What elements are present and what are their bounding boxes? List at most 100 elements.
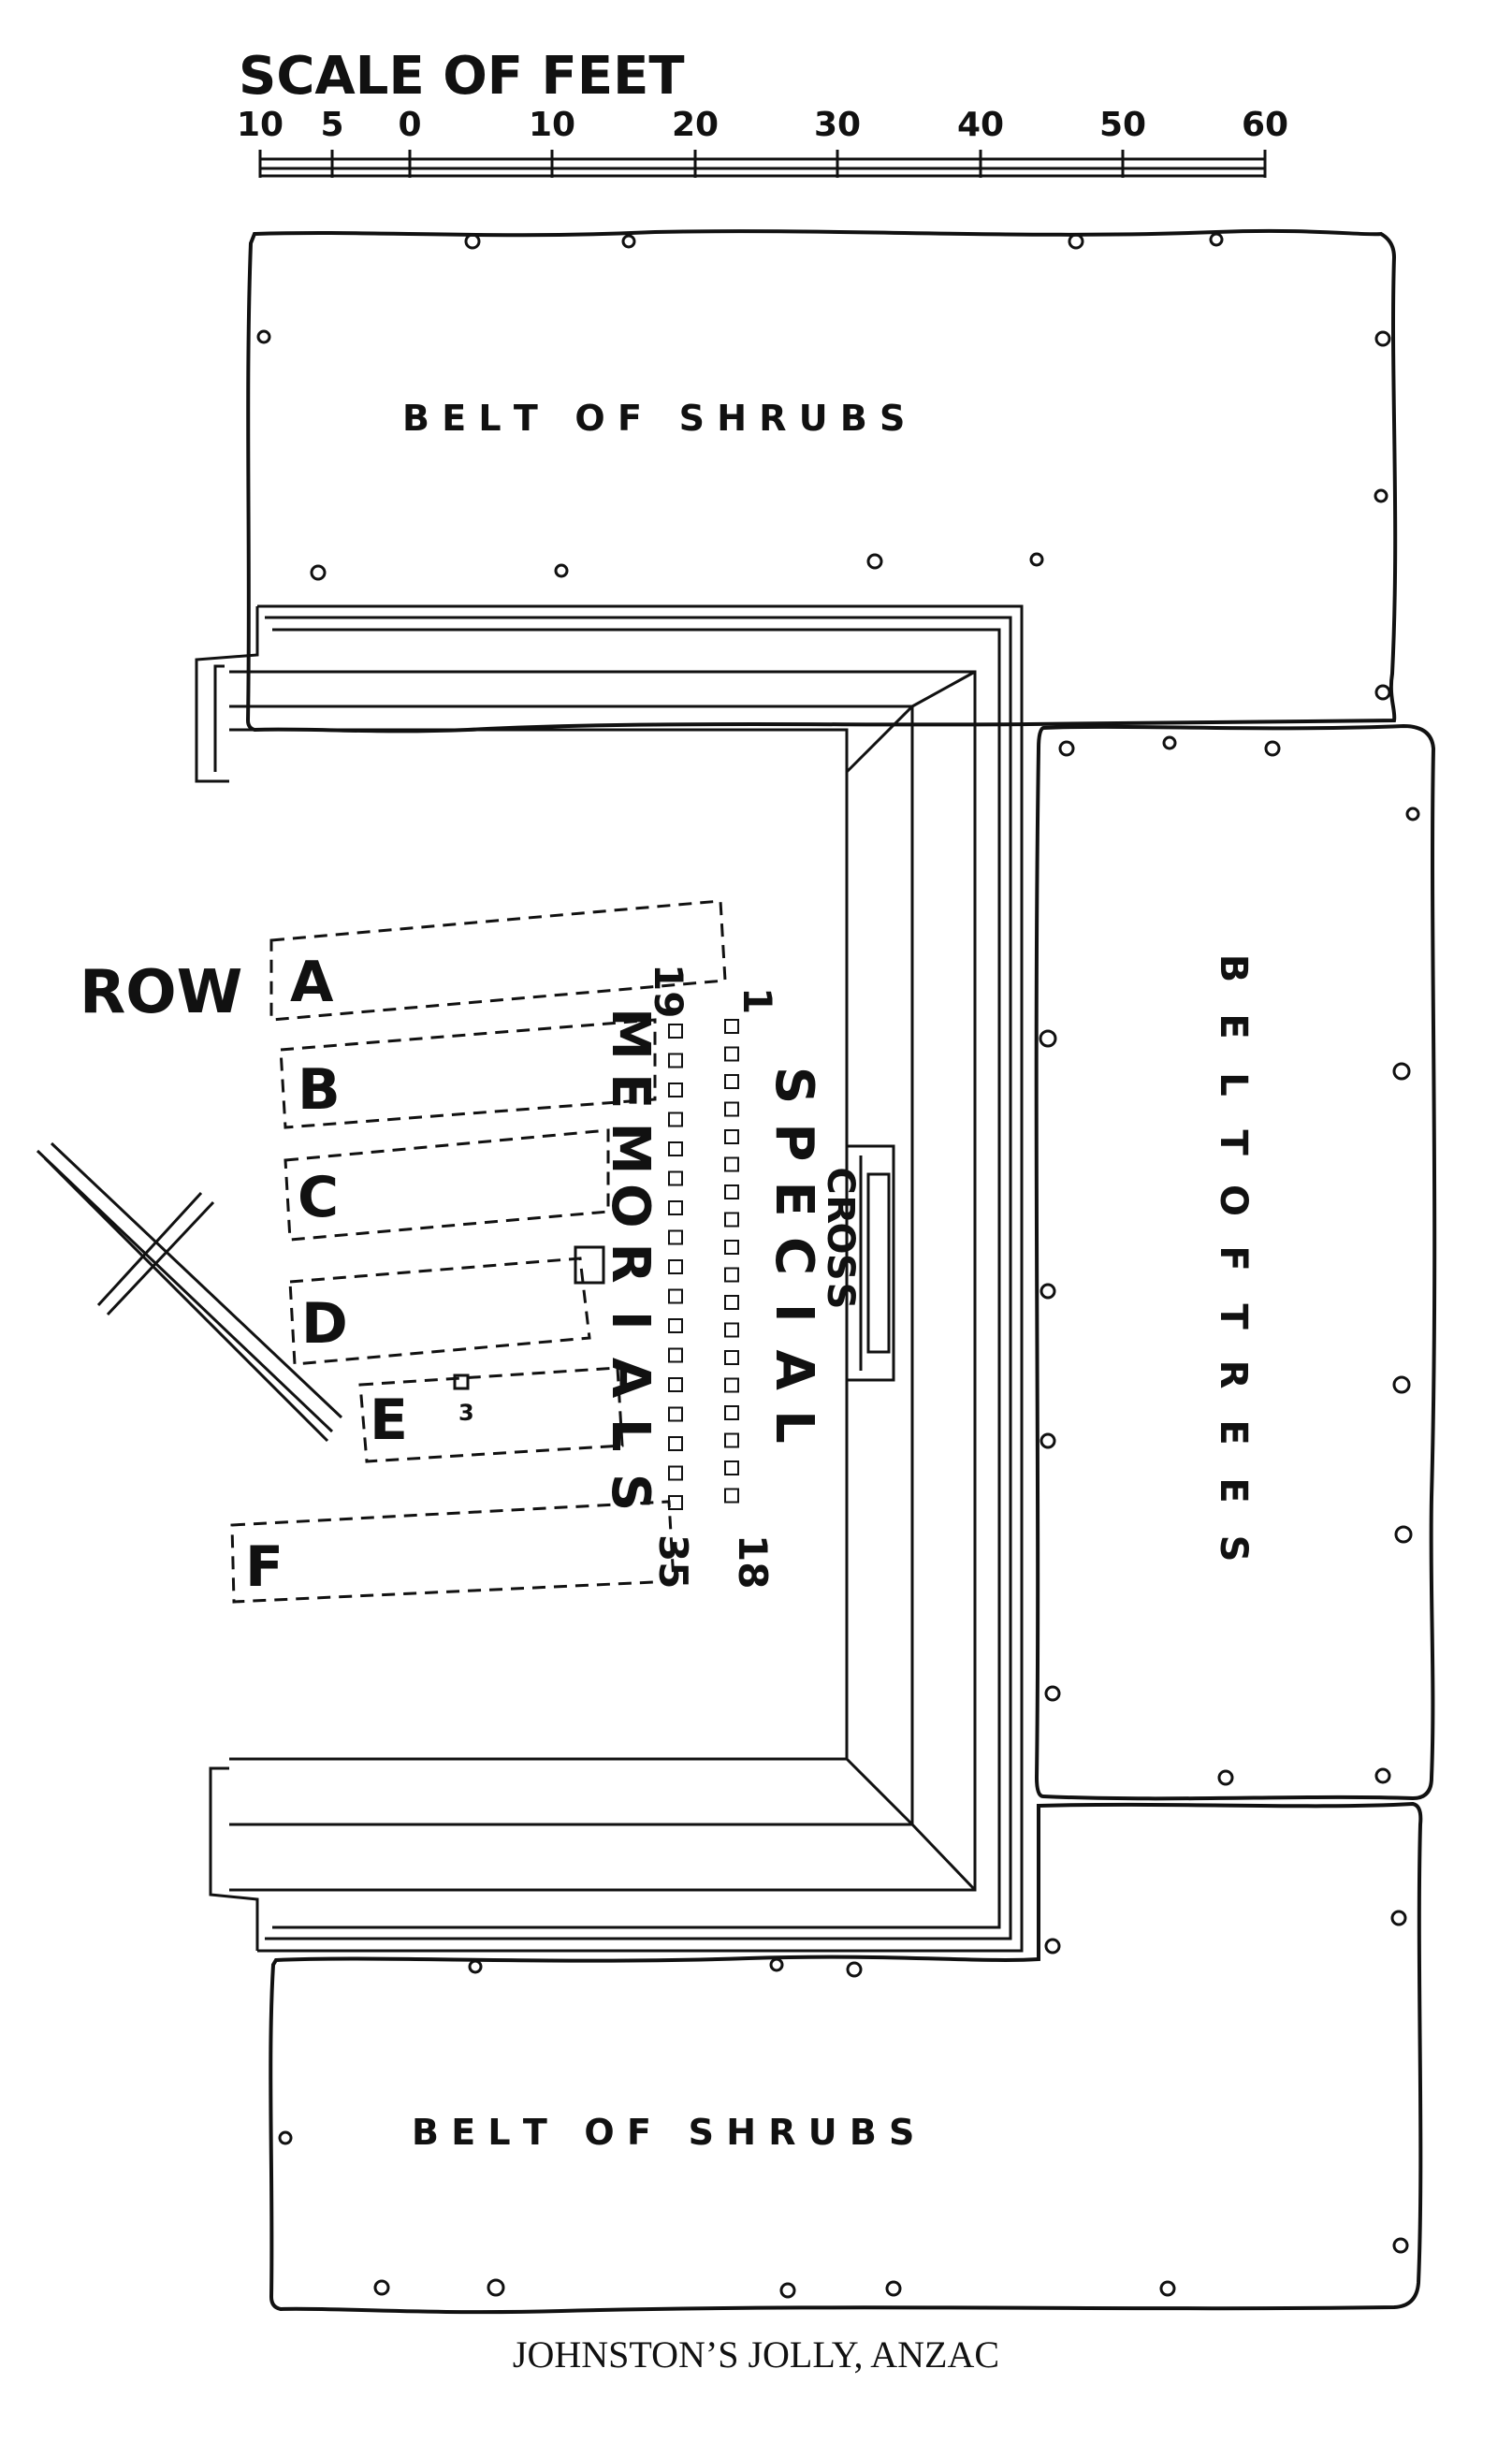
grave-marker	[724, 1267, 739, 1283]
grave-marker	[724, 1074, 739, 1089]
grave-number-19: 19	[646, 964, 691, 1018]
belt-of-shrubs-bottom: B E L T O F S H R U B S	[269, 1801, 1423, 2315]
grave-marker	[668, 1347, 683, 1363]
grave-marker	[724, 1405, 739, 1420]
memorials-label-char: L	[600, 1418, 661, 1452]
row-label-e: E	[370, 1388, 408, 1453]
special-label-char: C	[763, 1237, 824, 1275]
grave-numbers: 19 1 35 18	[646, 964, 780, 1589]
scale-tick-label: 20	[672, 106, 719, 144]
special-label-char: P	[763, 1123, 824, 1161]
grave-marker	[724, 1046, 739, 1062]
grave-marker	[668, 1436, 683, 1451]
boundary-walls	[195, 604, 1024, 1953]
grave-number-35: 35	[650, 1534, 696, 1589]
row-label-d: D	[301, 1291, 348, 1357]
row-label-a: A	[290, 950, 334, 1015]
belt-of-trees-label-char: F	[1212, 1245, 1255, 1271]
shrub-marks-top	[256, 232, 1391, 701]
grave-marker	[668, 1318, 683, 1333]
shrub-marks-bottom	[278, 1910, 1409, 2299]
row-outlines	[230, 899, 727, 1604]
grave-marker	[668, 1112, 683, 1127]
belt-of-trees-label-char: O	[1212, 1184, 1255, 1216]
grave-marker	[668, 1377, 683, 1392]
grave-marker	[724, 1432, 739, 1448]
cross-label-char: S	[819, 1254, 862, 1281]
row-label-c: C	[298, 1165, 339, 1230]
row-label-b: B	[298, 1057, 341, 1123]
cross-of-sacrifice	[845, 1132, 895, 1394]
cross-label-char: S	[819, 1283, 862, 1310]
special-label-char: I	[763, 1303, 824, 1323]
grave-marker	[668, 1465, 683, 1481]
grave-marker	[724, 1212, 739, 1228]
belt-of-trees-label-char: E	[1212, 1419, 1255, 1445]
grave-marker	[724, 1350, 739, 1365]
grave-marker	[668, 1083, 683, 1097]
belt-of-shrubs-top-label: B E L T O F S H R U B S	[402, 398, 905, 439]
grave-number-1: 1	[734, 987, 780, 1014]
scale-tick-label: 30	[814, 106, 861, 144]
grave-marker	[668, 1229, 683, 1245]
memorials-label-char: M	[600, 1123, 661, 1175]
grave-marker	[724, 1101, 739, 1117]
memorials-label-char: S	[600, 1474, 661, 1511]
memorial-plot	[574, 1245, 605, 1285]
scale-title: SCALE OF FEET	[239, 46, 685, 107]
scale-tick-label: 60	[1242, 106, 1288, 144]
memorials-label-char: R	[600, 1243, 661, 1283]
memorials-label-char: A	[600, 1358, 661, 1399]
belt-of-trees-label-char: L	[1212, 1072, 1255, 1097]
special-label-char: L	[763, 1410, 824, 1444]
grave-marker	[724, 1461, 739, 1475]
row-label-f: F	[245, 1534, 284, 1600]
grave-marker	[668, 1053, 683, 1068]
row-e-marker: 3	[453, 1373, 474, 1426]
scale-tick-label: 5	[320, 106, 343, 144]
belt-of-trees-label-char: S	[1212, 1535, 1255, 1562]
grave-marker	[668, 1141, 683, 1156]
grave-marker	[668, 1495, 683, 1510]
scale-bar	[258, 150, 1267, 178]
cross-label-char: O	[819, 1222, 862, 1254]
row-heading: ROW	[80, 958, 242, 1027]
belt-of-trees-label-char: B	[1212, 954, 1255, 983]
belt-of-trees-label-char: R	[1212, 1360, 1255, 1389]
scale-tick-label: 10	[237, 106, 284, 144]
row-e-marker-label: 3	[458, 1400, 474, 1426]
grave-number-18: 18	[730, 1534, 776, 1589]
grave-marker	[724, 1295, 739, 1310]
grave-marker	[724, 1156, 739, 1172]
belt-of-trees-label-char: T	[1212, 1303, 1255, 1330]
cross-label-char: R	[819, 1195, 862, 1224]
grave-marker	[668, 1200, 683, 1215]
grave-marker	[724, 1322, 739, 1338]
belt-of-trees-label-char: T	[1212, 1129, 1255, 1155]
special-label-char: S	[763, 1067, 824, 1104]
map-caption: JOHNSTON’S JOLLY, ANZAC	[513, 2333, 999, 2376]
grave-marker	[724, 1488, 739, 1504]
special-memorial-graves-19-35	[668, 1024, 683, 1510]
belt-of-trees-label-char: E	[1212, 1013, 1255, 1039]
special-label-char: E	[763, 1182, 824, 1217]
memorials-label-char: O	[600, 1184, 661, 1228]
grave-marker	[668, 1288, 683, 1304]
belt-of-shrubs-bottom-label: B E L T O F S H R U B S	[412, 2112, 914, 2153]
memorials-label-char: I	[600, 1311, 661, 1330]
memorials-label-char: E	[600, 1073, 661, 1109]
grave-marker	[668, 1259, 683, 1274]
grave-marker	[724, 1377, 739, 1393]
grave-marker	[724, 1019, 739, 1034]
entrance-path	[36, 1141, 343, 1443]
grave-marker	[668, 1170, 683, 1186]
grave-marker	[668, 1406, 683, 1422]
memorials-label-char: M	[600, 1008, 661, 1060]
